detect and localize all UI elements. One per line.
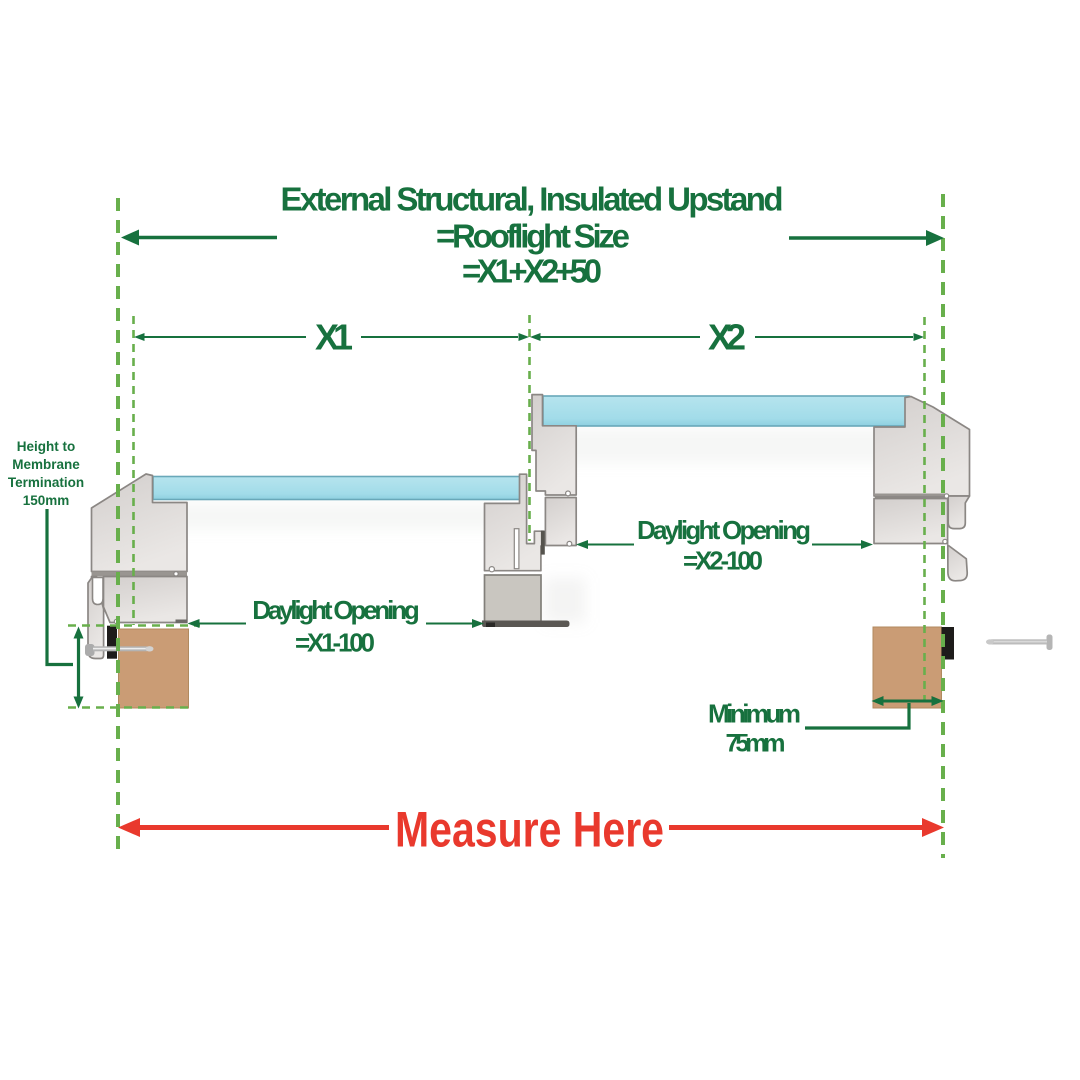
- svg-text:Membrane: Membrane: [12, 457, 80, 472]
- svg-text:Minimum: Minimum: [708, 699, 801, 729]
- svg-text:=X2-100: =X2-100: [683, 546, 763, 576]
- svg-text:75mm: 75mm: [726, 730, 786, 758]
- svg-text:=X1-100: =X1-100: [295, 628, 375, 658]
- svg-text:150mm: 150mm: [23, 493, 70, 508]
- svg-text:Daylight Opening: Daylight Opening: [252, 595, 420, 625]
- svg-text:Measure Here: Measure Here: [395, 802, 664, 858]
- svg-text:=Rooflight Size: =Rooflight Size: [436, 218, 630, 255]
- svg-text:=X1+X2+50: =X1+X2+50: [462, 253, 602, 290]
- svg-text:Daylight Opening: Daylight Opening: [637, 515, 811, 545]
- svg-text:Termination: Termination: [8, 475, 84, 490]
- svg-text:X2: X2: [708, 317, 746, 358]
- svg-text:Height to: Height to: [17, 439, 76, 454]
- svg-text:External Structural, Insulated: External Structural, Insulated Upstand: [281, 181, 784, 218]
- svg-text:X1: X1: [315, 317, 353, 358]
